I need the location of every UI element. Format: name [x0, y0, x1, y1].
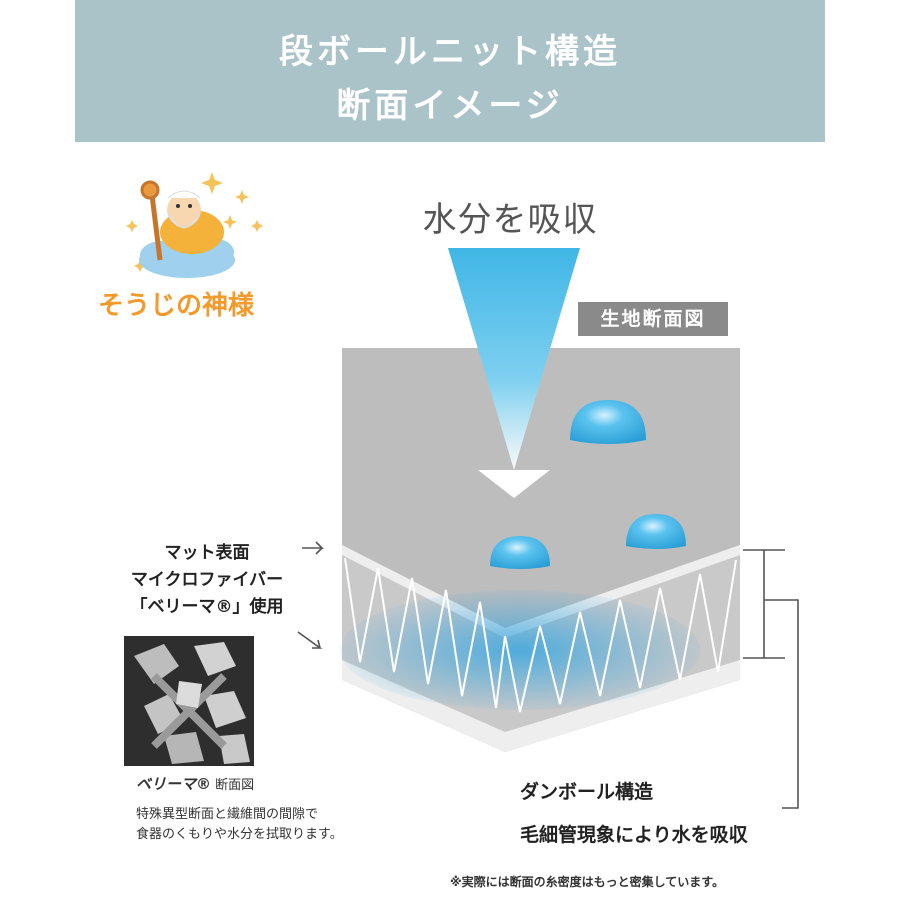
- sem-desc-line1: 特殊異型断面と繊維間の間隙で: [136, 805, 343, 825]
- pointer-arrow-icon: [302, 542, 322, 554]
- thickness-bracket: [743, 550, 798, 808]
- microfiber-label: マイクロファイバー: [112, 567, 302, 594]
- capillary-action-label: 毛細管現象により水を吸収: [520, 820, 748, 847]
- sem-desc-line2: 食器のくもりや水分を拭取ります。: [136, 825, 343, 845]
- sem-caption-text: 断面図: [215, 778, 254, 793]
- mat-surface-label: マット表面: [112, 540, 302, 567]
- belima-brand-label: ベリーマ®: [136, 775, 211, 793]
- pointer-arrow-icon: [298, 632, 320, 648]
- fiber-sem-photo: [124, 636, 254, 766]
- sem-caption: ベリーマ® 断面図: [136, 773, 254, 794]
- footnote: ※実際には断面の糸密度はもっと密集しています。: [450, 873, 724, 890]
- absorption-glow: [340, 590, 700, 710]
- belima-used-label: 「ベリーマ®」使用: [112, 594, 302, 621]
- corrugated-structure-label: ダンボール構造: [520, 777, 653, 804]
- sem-description: 特殊異型断面と繊維間の間隙で 食器のくもりや水分を拭取ります。: [136, 805, 343, 845]
